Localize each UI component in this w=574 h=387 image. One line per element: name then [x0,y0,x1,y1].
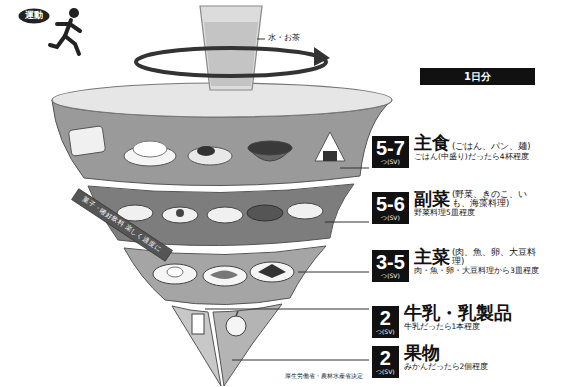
group-examples: (肉、魚、卵、大豆料理) [452,248,544,266]
rotation-arrow [136,48,326,76]
serving-count: 2 [380,308,391,328]
runner-leg [65,36,79,54]
main-dish-band [124,246,326,305]
meat-dish-icon [250,262,294,282]
fish-dish-icon [203,266,247,286]
rotation-arrowhead [314,47,330,66]
egg-dish-icon [153,264,197,284]
topping-icon [197,146,215,156]
serving-box: 5-7つ(SV)主食(ごはん、パン、麺)ごはん(中盛り)だったら4杯程度 [372,136,409,168]
rice-ball-icon [315,132,345,161]
group-heading: 主菜 [414,248,450,266]
runner-arm [57,24,80,31]
noodle-soup-icon [248,141,292,155]
serving-unit: つ(SV) [376,329,395,335]
daily-header: 1日分 [464,71,491,82]
serving-unit: つ(SV) [381,159,400,165]
snack-ribbon-label: 菓子・嗜好飲料 楽しく適度に [81,196,163,253]
fruit-band [213,304,282,386]
side-dish-icon [162,207,198,223]
serving-count: 3-5 [376,252,405,272]
runner-head [69,8,79,18]
apple-icon [226,316,246,336]
serving-box: 2つ(SV)牛乳・乳製品牛乳だったら1本程度 [372,306,399,338]
activity-badge: 運動 [18,8,50,24]
nori-icon [323,151,337,161]
snack-ribbon [72,189,173,261]
side-dish-icon [207,207,243,223]
bread-icon [68,126,105,156]
dish-icon [188,147,232,165]
serving-example: 野菜料理5皿程度 [414,209,475,217]
group-heading: 副菜 [414,190,450,208]
leader-line [205,309,369,310]
leader-line [257,39,265,40]
serving-count: 5-7 [376,138,405,158]
serving-box: 5-6つ(SV)副菜(野菜、きのこ、いも、海藻料理)野菜料理5皿程度 [372,192,409,224]
activity-label: 運動 [25,11,43,21]
group-heading: 牛乳・乳製品 [404,304,512,322]
credit-note: 厚生労働省・農林水産省決定 [285,373,363,380]
side-dish-icon [287,203,323,219]
group-heading: 果物 [404,344,440,362]
serving-example: 牛乳だったら1本程度 [404,323,481,331]
fish-icon [210,271,238,280]
leader-line [325,222,369,223]
runner-figure [50,20,80,54]
serving-unit: つ(SV) [376,369,395,375]
rice-icon [133,141,167,157]
runner-leg [50,36,65,47]
drink-label: 水・お茶 [268,34,300,43]
daily-header-bar: 1日分 [420,68,535,85]
leader-line [298,272,369,273]
badge-oval-shape [19,9,50,24]
serving-unit: つ(SV) [381,273,400,279]
soup-icon [247,205,283,221]
milk-carton-icon [192,314,204,334]
meat-icon [258,264,286,278]
serving-count: 2 [380,348,391,368]
serving-box: 2つ(SV)果物みかんだったら2個程度 [372,346,399,378]
serving-unit: つ(SV) [381,215,400,221]
serving-example: 肉・魚・卵・大豆料理から3皿程度 [414,267,539,275]
group-heading: 主食 [414,134,450,152]
serving-example: ごはん(中盛り)だったら4杯程度 [414,153,529,161]
egg-icon [167,267,183,277]
apple-stem [236,311,238,316]
group-examples: (野菜、きのこ、いも、海藻料理) [452,190,544,208]
serving-example: みかんだったら2個程度 [404,363,489,371]
leader-line [340,168,369,169]
serving-box: 3-5つ(SV)主菜(肉、魚、卵、大豆料理)肉・魚・卵・大豆料理から3皿程度 [372,250,409,282]
leader-line [232,360,369,361]
serving-count: 5-6 [376,194,405,214]
side-dish-icon [176,209,184,217]
group-examples: (ごはん、パン、麺) [452,142,531,151]
